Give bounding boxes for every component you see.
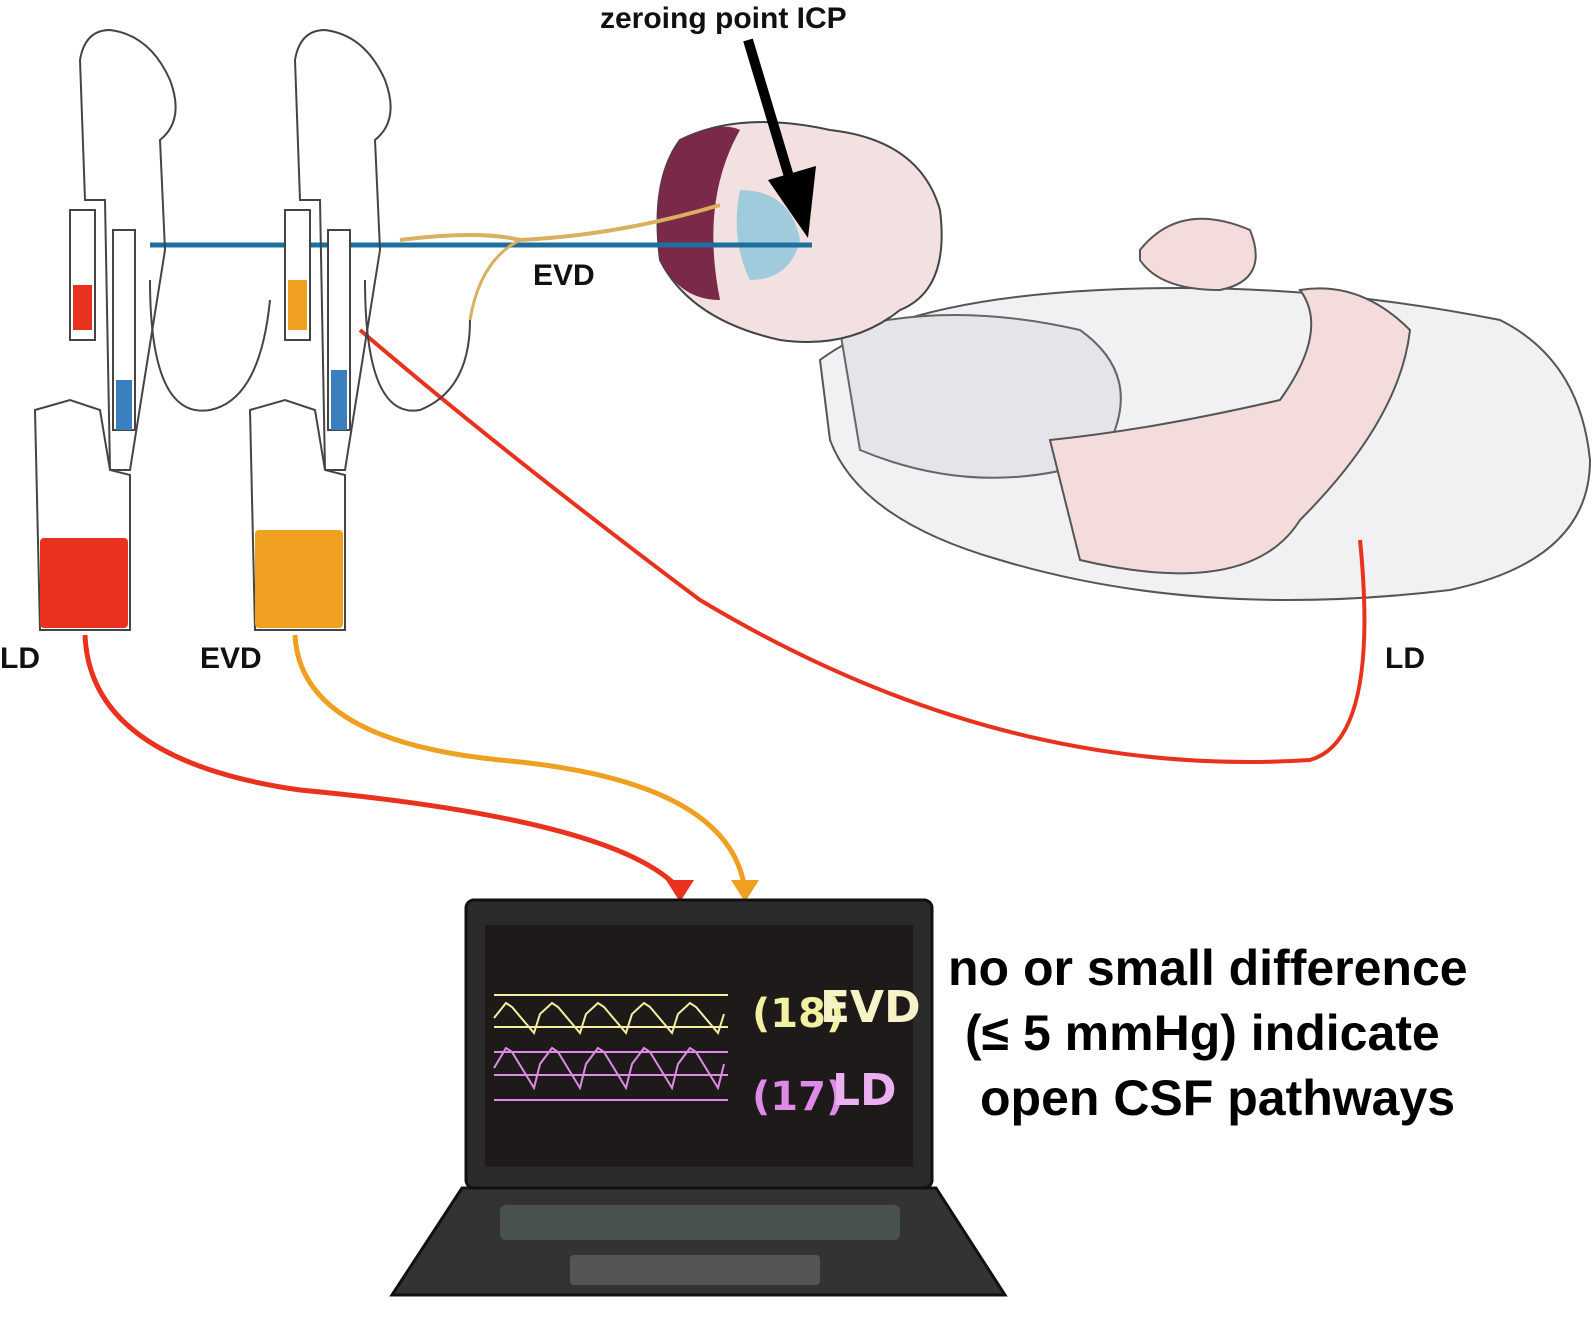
evd-monitor-label: EVD (820, 982, 921, 1033)
evd-pressure-value: (18) (752, 991, 844, 1037)
ld-monitor-label: LD (832, 1065, 897, 1116)
caption-line-3: open CSF pathways (980, 1070, 1455, 1126)
ld-drainage-system (33, 28, 177, 631)
ld-pressure-value: (17) (752, 1074, 844, 1120)
caption-line-2: (≤ 5 mmHg) indicate (965, 1005, 1440, 1061)
evd-waveform (493, 1001, 725, 1036)
zeroing-arrow (743, 38, 816, 238)
patient-illustration (656, 121, 1592, 601)
evd-left-label: EVD (200, 642, 262, 675)
evd-head-label: EVD (533, 259, 595, 292)
zeroing-point-label: zeroing point ICP (600, 2, 847, 35)
evd-signal-arrow (292, 634, 759, 902)
ld-tube (358, 328, 1367, 764)
laptop-monitor: (18) EVD (17) LD (389, 898, 1008, 1297)
ld-signal-arrow (82, 634, 694, 902)
ld-waveform (493, 1046, 725, 1091)
ld-left-label: LD (0, 642, 40, 675)
ld-right-label: LD (1385, 642, 1425, 675)
caption-line-1: no or small difference (948, 940, 1468, 996)
evd-drainage-system (248, 28, 392, 631)
